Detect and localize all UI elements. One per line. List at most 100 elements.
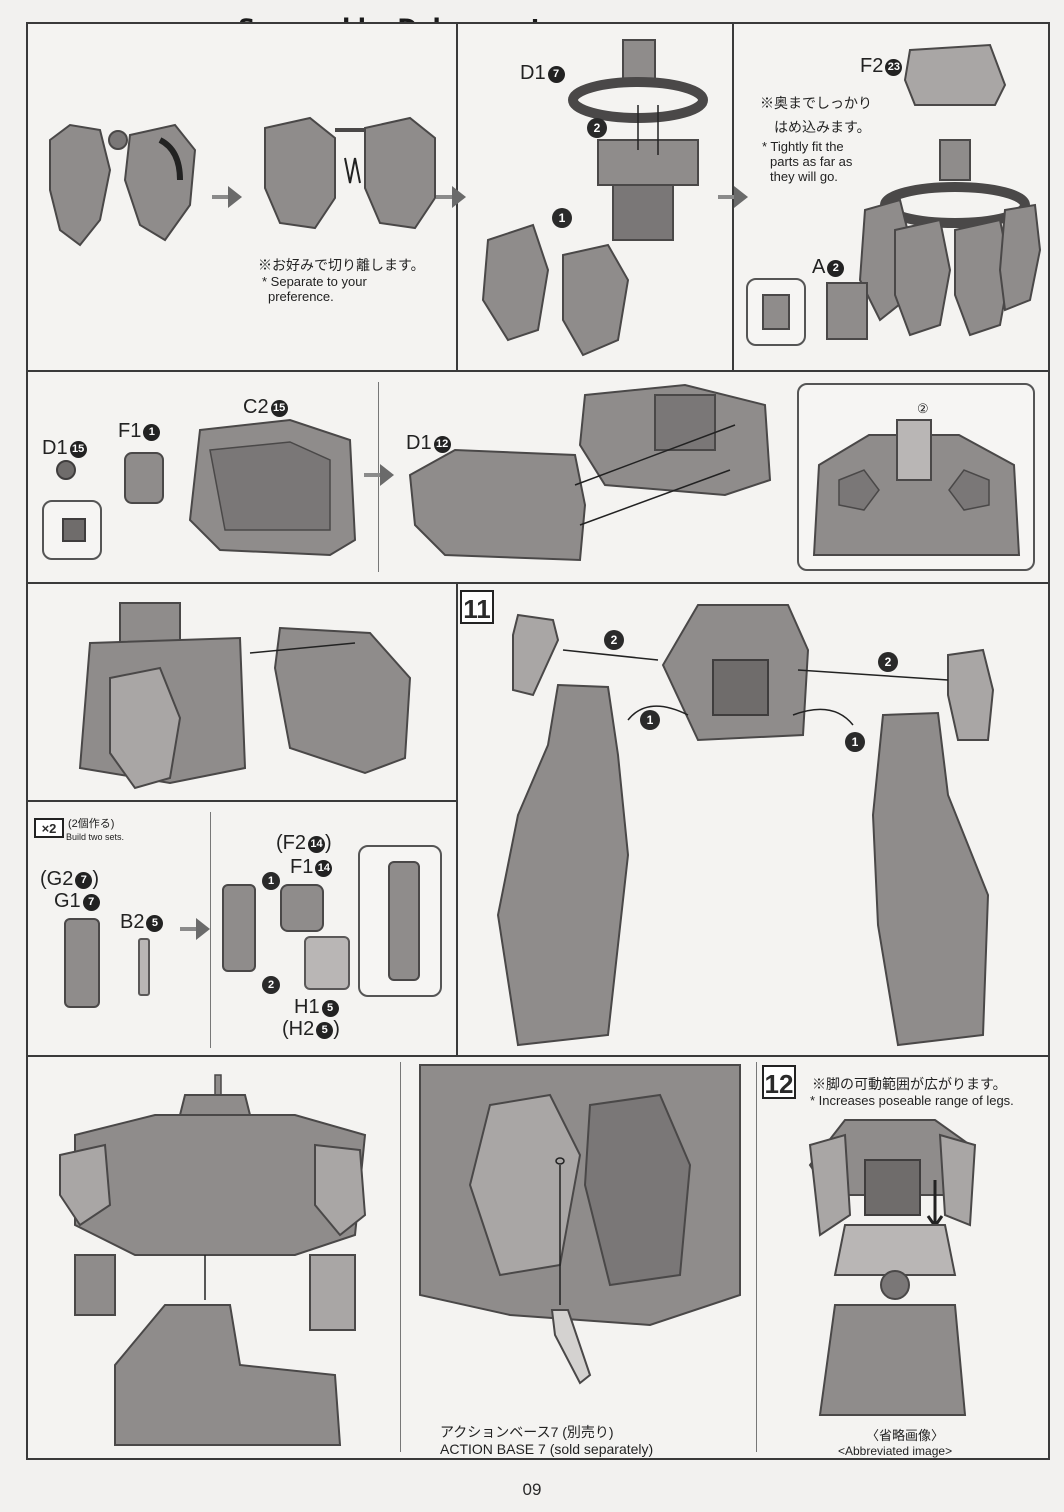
detail-inset-waist: ② [797, 383, 1035, 571]
part-number-badge: 5 [316, 1022, 334, 1039]
waist-with-armor-illustration [78, 602, 412, 790]
waist-front-view-illustration [812, 419, 1021, 556]
separate-note-en: preference. [268, 289, 334, 304]
part-code: G1 [54, 890, 81, 912]
part-number-badge: 5 [146, 915, 164, 932]
build-two-sets-en: Build two sets. [66, 832, 125, 842]
step-badge: 1 [262, 872, 280, 890]
step-arrow [212, 186, 242, 208]
part-f1-14 [280, 884, 324, 932]
fit-note-jp: はめ込みます。 [774, 119, 871, 135]
part-number-badge: 23 [885, 59, 903, 76]
part-number-badge: 14 [315, 860, 333, 877]
part-code: D1 [42, 437, 68, 459]
part-number-badge: 5 [321, 1000, 339, 1017]
step-number: 12 [762, 1065, 796, 1099]
part-code: A [812, 256, 826, 278]
divider [26, 1055, 1050, 1057]
x2-badge: ×2 [34, 818, 64, 838]
leg-hip-joint-illustration [808, 1119, 977, 1416]
part-b2-5 [138, 938, 150, 996]
step-badge: 2 [878, 652, 898, 672]
fit-note-en: * Tightly fit the [762, 139, 844, 154]
divider [456, 582, 458, 1055]
part-code: H1 [294, 996, 320, 1018]
part-d1-detail [62, 518, 86, 542]
part-number-badge: 15 [69, 441, 87, 458]
part-a2-piece [826, 282, 868, 340]
separate-note-jp: ※お好みで切り離します。 [258, 257, 425, 273]
waist-back-housing-illustration [188, 418, 357, 557]
part-number-badge: 7 [547, 66, 565, 83]
separated-armor-illustration [264, 116, 436, 230]
step-badge: 1 [552, 208, 572, 228]
page-number: 09 [522, 1480, 542, 1499]
step-badge: 1 [845, 732, 865, 752]
shoulder-armor-illustration [49, 123, 197, 247]
waist-front-armor-illustration [858, 43, 1042, 337]
part-a2-shape [762, 294, 790, 330]
step-arrow [436, 186, 466, 208]
paren: ) [333, 1018, 340, 1040]
step-badge: 1 [640, 710, 660, 730]
divider [26, 582, 1050, 584]
part-number-badge: 14 [308, 836, 325, 853]
divider [400, 1062, 401, 1452]
action-base-note-en: ACTION BASE 7 (sold separately) [440, 1441, 654, 1457]
part-code: F2 [860, 55, 884, 77]
part-number-badge: 1 [143, 424, 161, 441]
part-d1-15 [56, 460, 76, 480]
waist-assembly-illustration [481, 39, 708, 357]
divider [378, 382, 379, 572]
step-number: 11 [460, 590, 494, 624]
detail-inset [42, 500, 102, 560]
upper-body-to-waist-illustration [59, 1074, 367, 1446]
divider [26, 370, 1050, 372]
part-number-badge: 7 [82, 894, 100, 911]
fit-note-jp: ※奥までしっかり [760, 95, 872, 111]
part-code: D1 [406, 432, 432, 454]
build-two-sets-jp: (2個作る) [68, 818, 115, 830]
part-number-badge: 12 [433, 436, 451, 453]
part-h1-5 [304, 936, 350, 990]
part-code: B2 [120, 911, 145, 933]
action-base-note-jp: アクションベース7 (別売り) [440, 1424, 614, 1440]
divider [756, 1062, 757, 1452]
divider [210, 812, 211, 1048]
part-g1-7 [64, 918, 100, 1008]
part-code: C2 [243, 396, 269, 418]
step-arrow [718, 186, 748, 208]
step-badge: 2 [587, 118, 607, 138]
part-number-badge: 15 [270, 400, 288, 417]
divider [26, 800, 458, 802]
waist-core-assembly-illustration [408, 383, 772, 562]
step-arrow [364, 464, 394, 486]
part-code: F1 [290, 856, 314, 878]
seal-number: ② [917, 401, 929, 416]
fit-note-en: they will go. [770, 169, 838, 184]
step-badge: 2 [262, 976, 280, 994]
assembled-part-core [222, 884, 256, 972]
action-base-mount-illustration [419, 1064, 741, 1385]
part-code: (G2 [40, 868, 74, 890]
poseable-note-en: * Increases poseable range of legs. [810, 1093, 1014, 1108]
part-code: F1 [118, 420, 142, 442]
abbreviated-image-jp: 〈省略画像〉 [866, 1428, 945, 1443]
part-code: (H2 [282, 1018, 315, 1040]
poseable-note-jp: ※脚の可動範囲が広がります。 [812, 1076, 1007, 1092]
paren: ) [92, 868, 100, 890]
part-number-badge: 2 [827, 260, 845, 277]
leg-attachment-illustration [496, 604, 995, 1047]
paren: ) [325, 832, 332, 854]
part-f1-1 [124, 452, 164, 504]
detail-inset [358, 845, 442, 997]
